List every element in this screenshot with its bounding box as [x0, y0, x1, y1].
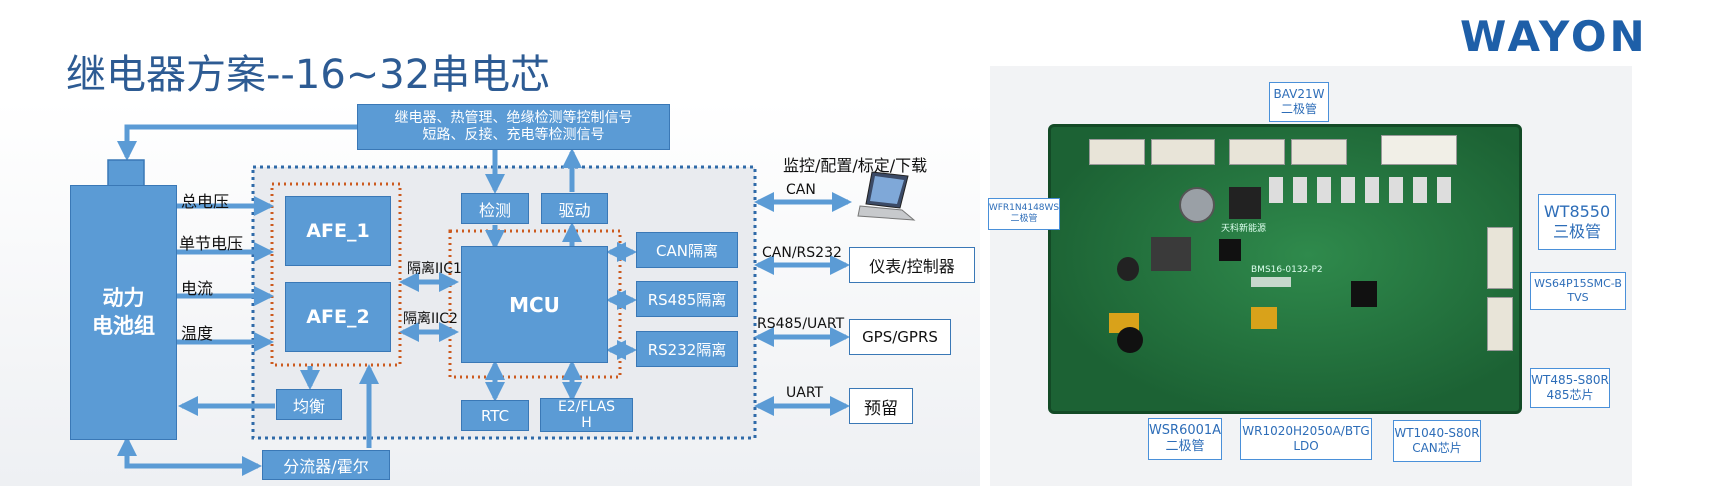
callout-wt8550-part: WT8550 [1543, 202, 1611, 221]
pcb-board-image: BMS16-0132-P2 天科新能源 [1048, 124, 1522, 414]
gps-gprs-box: GPS/GPRS [849, 319, 951, 355]
callout-wt8550-type: 三极管 [1552, 222, 1601, 241]
callout-wfr-type: 二极管 [1010, 214, 1038, 224]
board-label-company: 天科新能源 [1221, 224, 1267, 234]
callout-wt485: WT485-S80R 485芯片 [1530, 368, 1610, 408]
control-signal-line2: 短路、反接、充电等检测信号 [422, 127, 605, 143]
power-battery-block: 动力 电池组 [70, 185, 177, 440]
board-label-text: BMS16-0132-P2 [1251, 265, 1323, 275]
shunt-hall-block: 分流器/霍尔 [262, 450, 390, 480]
battery-label-line1: 动力 [102, 286, 145, 311]
label-cell-voltage: 单节电压 [179, 234, 244, 253]
reserved-box: 预留 [849, 388, 913, 424]
callout-wt1040-part: WT1040-S80R [1394, 426, 1480, 440]
callout-wsr6001a: WSR6001A 二极管 [1148, 418, 1222, 460]
label-temperature: 温度 [181, 324, 214, 343]
label-can: CAN [786, 182, 816, 198]
afe1-block: AFE_1 [285, 196, 391, 266]
callout-bav21w-part: BAV21W [1273, 87, 1325, 101]
rs232-isolation-block: RS232隔离 [636, 331, 738, 367]
label-iso-iic1: 隔离IIC1 [407, 261, 462, 277]
page-title: 继电器方案--16~32串电芯 [66, 52, 551, 98]
callout-bav21w: BAV21W 二极管 [1269, 82, 1329, 122]
callout-wt485-part: WT485-S80R [1531, 373, 1609, 387]
label-current: 电流 [181, 279, 214, 298]
callout-ws64p15smc: WS64P15SMC-B TVS [1530, 272, 1626, 310]
e2-flash-block: E2/FLAS H [540, 398, 633, 432]
callout-wsr-part: WSR6001A [1148, 422, 1222, 438]
callout-wfr-part: WFR1N4148WS [988, 202, 1060, 213]
rtc-block: RTC [461, 400, 529, 431]
callout-wt485-type: 485芯片 [1546, 388, 1594, 402]
label-rs485-uart: RS485/UART [757, 316, 845, 332]
e2-flash-line1: E2/FLAS [557, 398, 616, 415]
callout-wt1040-type: CAN芯片 [1412, 441, 1462, 455]
rs485-isolation-block: RS485隔离 [636, 281, 738, 317]
label-iso-iic2: 隔离IIC2 [403, 311, 458, 327]
label-uart: UART [786, 385, 824, 401]
detect-block: 检测 [461, 193, 529, 224]
can-isolation-block: CAN隔离 [636, 232, 738, 268]
laptop-icon [857, 171, 916, 221]
meter-controller-box: 仪表/控制器 [849, 247, 975, 283]
callout-bav21w-type: 二极管 [1280, 102, 1317, 116]
callout-wr1020h2050a: WR1020H2050A/BTG LDO [1240, 418, 1372, 460]
logo-text: WAYON [1460, 12, 1648, 61]
afe2-block: AFE_2 [285, 282, 391, 352]
control-signal-box: 继电器、热管理、绝缘检测等控制信号 短路、反接、充电等检测信号 [357, 104, 670, 150]
battery-label-line2: 电池组 [92, 313, 155, 338]
label-can-rs232: CAN/RS232 [762, 245, 842, 261]
callout-wfr1n4148ws: WFR1N4148WS 二极管 [988, 198, 1060, 230]
control-signal-line1: 继电器、热管理、绝缘检测等控制信号 [394, 109, 633, 126]
callout-wr1020-part: WR1020H2050A/BTG [1242, 424, 1370, 438]
balance-block: 均衡 [276, 389, 342, 420]
wayon-logo: WAYON [1460, 12, 1645, 62]
callout-wr1020-type: LDO [1293, 439, 1319, 453]
label-monitor: 监控/配置/标定/下载 [783, 156, 928, 175]
callout-wsr-type: 二极管 [1165, 439, 1205, 454]
mcu-block: MCU [461, 246, 608, 363]
callout-ws64-part: WS64P15SMC-B [1534, 277, 1622, 291]
e2-flash-line2: H [581, 415, 592, 431]
drive-block: 驱动 [541, 193, 608, 224]
callout-wt8550: WT8550 三极管 [1538, 194, 1616, 250]
callout-ws64-type: TVS [1567, 291, 1589, 304]
callout-wt1040: WT1040-S80R CAN芯片 [1393, 420, 1481, 462]
label-total-voltage: 总电压 [181, 192, 230, 211]
